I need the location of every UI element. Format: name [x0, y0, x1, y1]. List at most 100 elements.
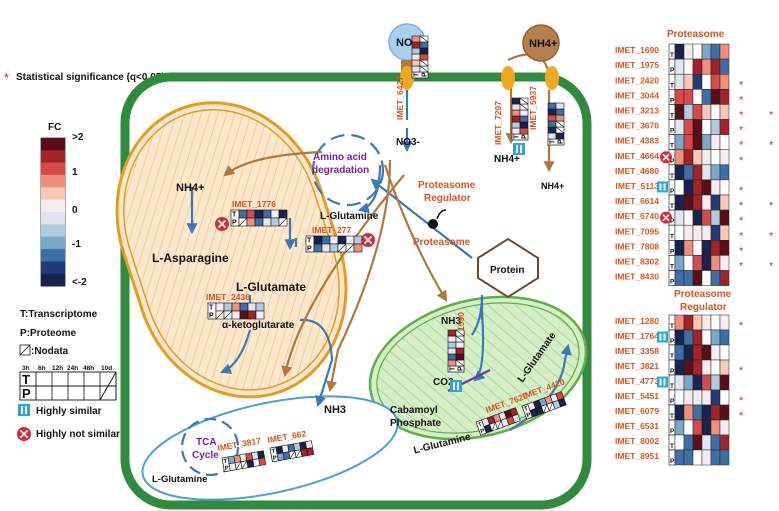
panel-heat-cell [710, 209, 721, 226]
panel-gene-label: IMET_3044 [615, 90, 659, 100]
svg-text:T: T [670, 353, 674, 360]
panel-heat-cell [701, 255, 712, 271]
significance-mark: * [739, 79, 744, 91]
heat-cell [254, 209, 264, 219]
heat-cell [411, 65, 421, 73]
svg-text:P: P [670, 218, 675, 225]
significance-mark: * [769, 230, 774, 242]
significance-mark: * [739, 155, 744, 167]
svg-text:T: T [670, 233, 674, 240]
nh4-transporter-2 [545, 66, 559, 90]
p-letter: P [22, 386, 31, 401]
panel-heat-cell [692, 43, 703, 60]
l-asparagine-label: L-Asparagine [152, 251, 229, 265]
panel-gene-label: IMET_4773 [615, 376, 659, 386]
panel-heat-cell [701, 43, 712, 60]
panel-heat-cell [683, 389, 694, 406]
panel-heat-cell [692, 134, 703, 150]
heat-cell [447, 359, 457, 367]
panel-heat-cell [719, 89, 730, 105]
panel-heat-cell [719, 374, 730, 391]
panel-heat-cell [710, 449, 721, 466]
panel-heat-cell [719, 314, 730, 331]
nh4-bottom-1: NH4+ [494, 154, 520, 165]
heatmap-2436: TP [207, 302, 265, 320]
heat-cell [329, 243, 339, 253]
panel-heat-cell [683, 164, 694, 181]
heat-cell [447, 335, 457, 343]
significance-mark: * [739, 365, 744, 377]
panel-heat-cell [710, 164, 721, 181]
panel-gene-label: IMET_5113 [616, 181, 660, 191]
significance-label: Statistical significance (q<0.05) [16, 72, 165, 83]
nh4-bottom-2: NH4+ [541, 181, 564, 191]
heat-cell [329, 235, 339, 245]
similar-icon [657, 331, 668, 343]
significance-mark: * [769, 140, 774, 152]
panel-heat-cell [710, 314, 721, 331]
co2-label: CO2 [433, 377, 454, 388]
heat-cell [278, 209, 288, 219]
panel-heat-cell [719, 419, 730, 436]
fc-color-step [41, 138, 65, 151]
regulator-title-1: Proteasome [674, 289, 732, 300]
significance-mark: * [769, 261, 774, 273]
panel-heat-cell [683, 404, 694, 421]
svg-text:T: T [670, 143, 674, 150]
panel-heat-cell [710, 194, 721, 211]
heat-cell [411, 53, 421, 61]
panel-heat-cell [683, 329, 694, 346]
svg-text:T: T [414, 72, 421, 77]
tp-10d: 10d [101, 365, 112, 372]
panel-heat-cell [674, 255, 685, 271]
proteasome-panel: IMET_1690TIMET_1975PIMET_2420T*IMET_3044… [615, 43, 774, 286]
panel-gene-label: IMET_7095 [615, 226, 659, 236]
pathway-arrows [186, 53, 572, 431]
heat-cell [519, 109, 529, 117]
gene-5937: IMET_5937 [528, 86, 538, 130]
heat-cell [305, 440, 313, 449]
panel-gene-label: IMET_4664 [615, 151, 659, 161]
p-label: P:Proteome [20, 328, 77, 339]
regulator-icon [428, 209, 447, 229]
svg-text:P: P [458, 366, 465, 371]
panel-heat-cell [710, 43, 721, 60]
heatmap-7620: TP [475, 407, 521, 436]
panel-heat-cell [674, 194, 685, 211]
significance-mark: * [739, 230, 744, 242]
panel-heat-cell [674, 359, 685, 376]
heat-cell [411, 47, 421, 55]
heat-cell [255, 310, 265, 320]
panel-heat-cell [692, 209, 703, 226]
svg-text:T: T [670, 82, 674, 89]
panel-gene-label: IMET_1690 [615, 45, 659, 55]
panel-heat-cell [719, 209, 730, 226]
heat-cell [411, 41, 421, 49]
panel-heat-cell [683, 224, 694, 241]
panel-gene-label: IMET_8430 [615, 272, 659, 282]
panel-heat-cell [701, 374, 712, 391]
heat-cell [238, 209, 248, 219]
panel-heat-cell [719, 119, 730, 135]
svg-text:T: T [232, 212, 237, 219]
fc-color-step [41, 150, 65, 164]
heat-cell [239, 302, 249, 312]
heat-cell [511, 103, 521, 111]
amino-acid-degradation-label-1: Amino acid [313, 152, 367, 163]
panel-heat-cell [674, 329, 685, 346]
timepoint-grid: T P 3h 6h 12h 24h 48h 10d [19, 365, 117, 401]
svg-text:P: P [670, 428, 675, 435]
heat-cell [447, 353, 457, 361]
heat-cell [519, 115, 529, 123]
svg-text:P: P [670, 458, 675, 465]
panel-heat-cell [692, 270, 703, 286]
panel-heat-cell [692, 73, 703, 90]
svg-text:P: P [422, 72, 429, 77]
svg-text:T: T [223, 459, 228, 466]
fc-tick-0: 0 [72, 205, 78, 216]
svg-text:P: P [307, 246, 312, 253]
similar-icon [657, 376, 668, 388]
gene-2436: IMET_2436 [206, 292, 250, 302]
